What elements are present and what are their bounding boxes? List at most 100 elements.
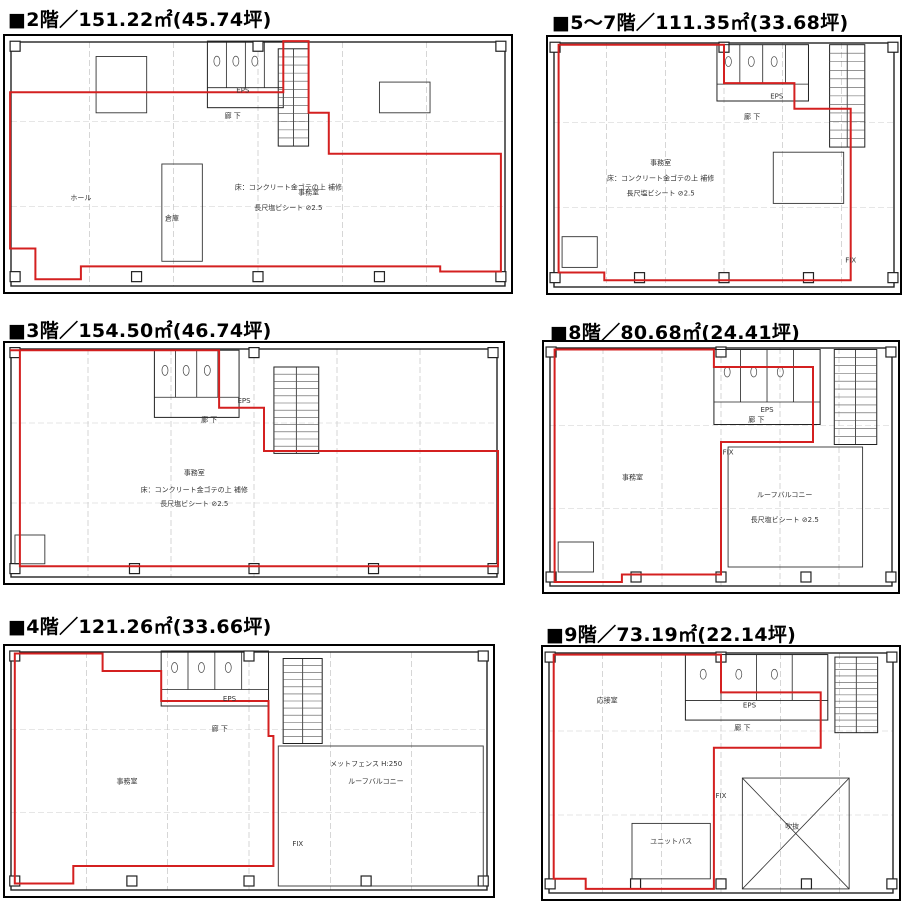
plan-label: ルーフバルコニー — [757, 491, 812, 499]
structural-column — [549, 41, 561, 53]
structural-column — [495, 40, 507, 52]
room-partition — [772, 151, 845, 204]
plan-label: 吹抜 — [785, 821, 799, 830]
staircase — [273, 366, 320, 454]
core-rooms — [206, 40, 284, 109]
leased-area-outline — [557, 43, 852, 282]
plan-label: 長尺塩ビシート ⊘2.5 — [254, 203, 322, 212]
structural-column — [9, 40, 21, 52]
structural-column — [629, 878, 642, 890]
room-partition — [378, 81, 431, 114]
room-partition — [95, 56, 148, 114]
room-partition — [741, 777, 850, 890]
structural-column — [9, 346, 21, 359]
room-partition — [561, 236, 598, 268]
room-partition — [161, 163, 203, 262]
structural-column — [477, 650, 489, 662]
structural-column — [885, 571, 897, 583]
plan-label: 廊 下 — [734, 723, 750, 732]
structural-column — [130, 271, 143, 283]
leased-area-outline — [9, 40, 502, 281]
structural-column — [887, 41, 899, 53]
structural-column — [252, 271, 264, 283]
plan-label: 応接室 — [597, 695, 618, 704]
plan-label: メットフェンス H:250 — [330, 760, 402, 768]
plan-label: EPS — [223, 695, 237, 703]
structural-column — [800, 878, 813, 890]
floor-5-7-plan: 事務室 EPS 床：コンクリート金ゴテの上 補修長尺塩ビシート ⊘2.5 廊 下 FIX — [546, 35, 902, 295]
plan-label: FIX — [723, 449, 734, 457]
structural-column — [544, 651, 556, 663]
plan-label: EPS — [770, 92, 784, 100]
room-partition — [277, 745, 484, 887]
floor-8-plan: 事務室 EPS ルーフバルコニー長尺塩ビシート ⊘2.5 廊 下 FIX — [542, 340, 900, 594]
structural-column — [715, 346, 727, 358]
plan-label: 事務室 — [622, 473, 643, 482]
plan-label: ホール — [70, 194, 91, 202]
plan-label: 事務室 — [650, 158, 671, 167]
plan-label: 事務室 — [117, 777, 138, 786]
floor-9-title: ■9階／73.19㎡(22.14坪) — [546, 624, 797, 646]
plan-label: 廊 下 — [212, 724, 228, 733]
plan-label: FIX — [845, 256, 856, 264]
structural-column — [633, 272, 646, 284]
structural-column — [718, 272, 730, 284]
plan-label: 長尺塩ビシート ⊘2.5 — [751, 515, 819, 524]
staircase — [277, 48, 310, 147]
plan-label: 床：コンクリート金ゴテの上 補修 — [141, 485, 248, 494]
leased-area-outline — [13, 652, 275, 885]
core-rooms — [684, 654, 829, 721]
floor-4-title: ■4階／121.26㎡(33.66坪) — [8, 616, 272, 638]
core-rooms — [716, 44, 809, 102]
floor-4-plan: 事務室 EPS ルーフバルコニー メットフェンス H:250 廊 下 FIX — [3, 644, 495, 898]
structural-column — [886, 878, 898, 890]
core-rooms — [713, 349, 821, 425]
core-rooms — [153, 349, 240, 418]
structural-column — [128, 563, 141, 575]
floor-plan-drawing: 事務室 EPS ルーフバルコニー メットフェンス H:250 廊 下 FIX — [9, 650, 489, 891]
floor-5-7-title: ■5～7階／111.35㎡(33.68坪) — [552, 12, 849, 34]
structural-column — [800, 571, 812, 583]
staircase — [829, 44, 866, 148]
floor-8-title: ■8階／80.68㎡(24.41坪) — [550, 322, 801, 344]
plan-label: EPS — [743, 701, 757, 709]
plan-label: ルーフバルコニー — [348, 778, 403, 786]
structural-column — [630, 571, 642, 583]
floor-2-title: ■2階／151.22㎡(45.74坪) — [8, 9, 272, 31]
room-partition — [727, 446, 864, 568]
plan-label: 床：コンクリート金ゴテの上 補修 — [607, 173, 714, 182]
plan-label: 事務室 — [298, 188, 319, 197]
plan-label: 廊 下 — [744, 112, 760, 121]
plan-label: 床：コンクリート金ゴテの上 補修 — [235, 183, 342, 192]
leased-area-outline — [10, 349, 499, 568]
structural-column — [487, 346, 499, 359]
plan-label: FIX — [292, 840, 303, 848]
structural-column — [248, 563, 260, 575]
structural-column — [549, 272, 561, 284]
staircase — [833, 349, 878, 445]
structural-column — [544, 878, 556, 890]
structural-column — [360, 875, 372, 887]
structural-column — [248, 346, 260, 359]
plan-label: ユニットバス — [650, 838, 692, 846]
room-partition — [557, 541, 595, 573]
structural-column — [126, 875, 138, 887]
structural-column — [887, 272, 899, 284]
plan-label: 廊 下 — [748, 415, 764, 424]
leased-area-outline — [553, 348, 814, 583]
structural-column — [9, 563, 21, 575]
structural-column — [243, 875, 255, 887]
structural-column — [367, 563, 380, 575]
plan-label: 廊 下 — [225, 111, 241, 120]
structural-column — [886, 651, 898, 663]
plan-label: 長尺塩ビシート ⊘2.5 — [627, 189, 695, 198]
plan-label: 倉庫 — [165, 213, 179, 222]
structural-column — [487, 563, 499, 575]
plan-label: EPS — [760, 406, 774, 414]
staircase — [282, 658, 323, 744]
